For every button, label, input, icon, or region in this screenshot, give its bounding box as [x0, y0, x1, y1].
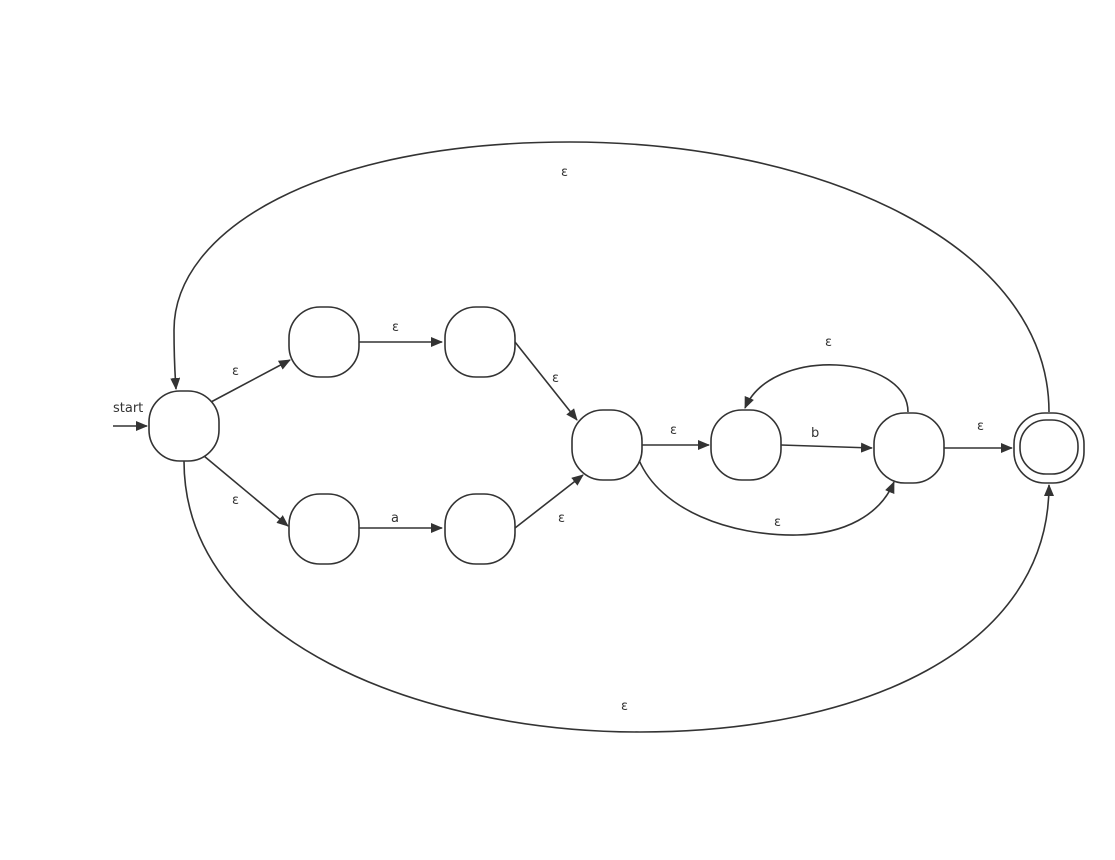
state-s3: [288, 493, 360, 565]
edge-s7-s8-label: ε: [977, 419, 984, 434]
state-s0: [148, 390, 220, 462]
edge-s2-s5: [514, 341, 578, 421]
state-s1: [288, 306, 360, 378]
state-s8-accepting: [1013, 412, 1085, 484]
edge-s8-s0-label: ε: [561, 165, 568, 180]
edge-s1-s2-label: ε: [392, 320, 399, 335]
state-s6: [710, 409, 782, 481]
edge-s4-s5-label: ε: [558, 511, 565, 526]
edge-s3-s4-label: a: [391, 511, 399, 526]
edge-s0-s1-label: ε: [232, 364, 239, 379]
state-s7: [873, 412, 945, 484]
state-s2: [444, 306, 516, 378]
edge-s5-s7-label: ε: [774, 515, 781, 530]
edge-s4-s5: [514, 474, 584, 529]
edge-s0-s3-label: ε: [232, 493, 239, 508]
start-label: start: [113, 401, 143, 416]
state-s5: [571, 409, 643, 481]
edge-s7-s6: [744, 364, 909, 413]
edge-s5-s7: [638, 459, 895, 536]
edge-s2-s5-label: ε: [552, 371, 559, 386]
edge-s0-s8: [183, 460, 1054, 733]
state-s4: [444, 493, 516, 565]
edge-s6-s7-label: b: [811, 426, 819, 441]
edge-s5-s6-label: ε: [670, 423, 677, 438]
edge-s0-s3: [203, 455, 289, 527]
edge-s8-s0: [170, 141, 1050, 413]
edge-s7-s6-label: ε: [825, 335, 832, 350]
edge-s0-s1: [210, 359, 291, 403]
edge-s6-s7: [780, 442, 873, 453]
edge-s0-s8-label: ε: [621, 699, 628, 714]
